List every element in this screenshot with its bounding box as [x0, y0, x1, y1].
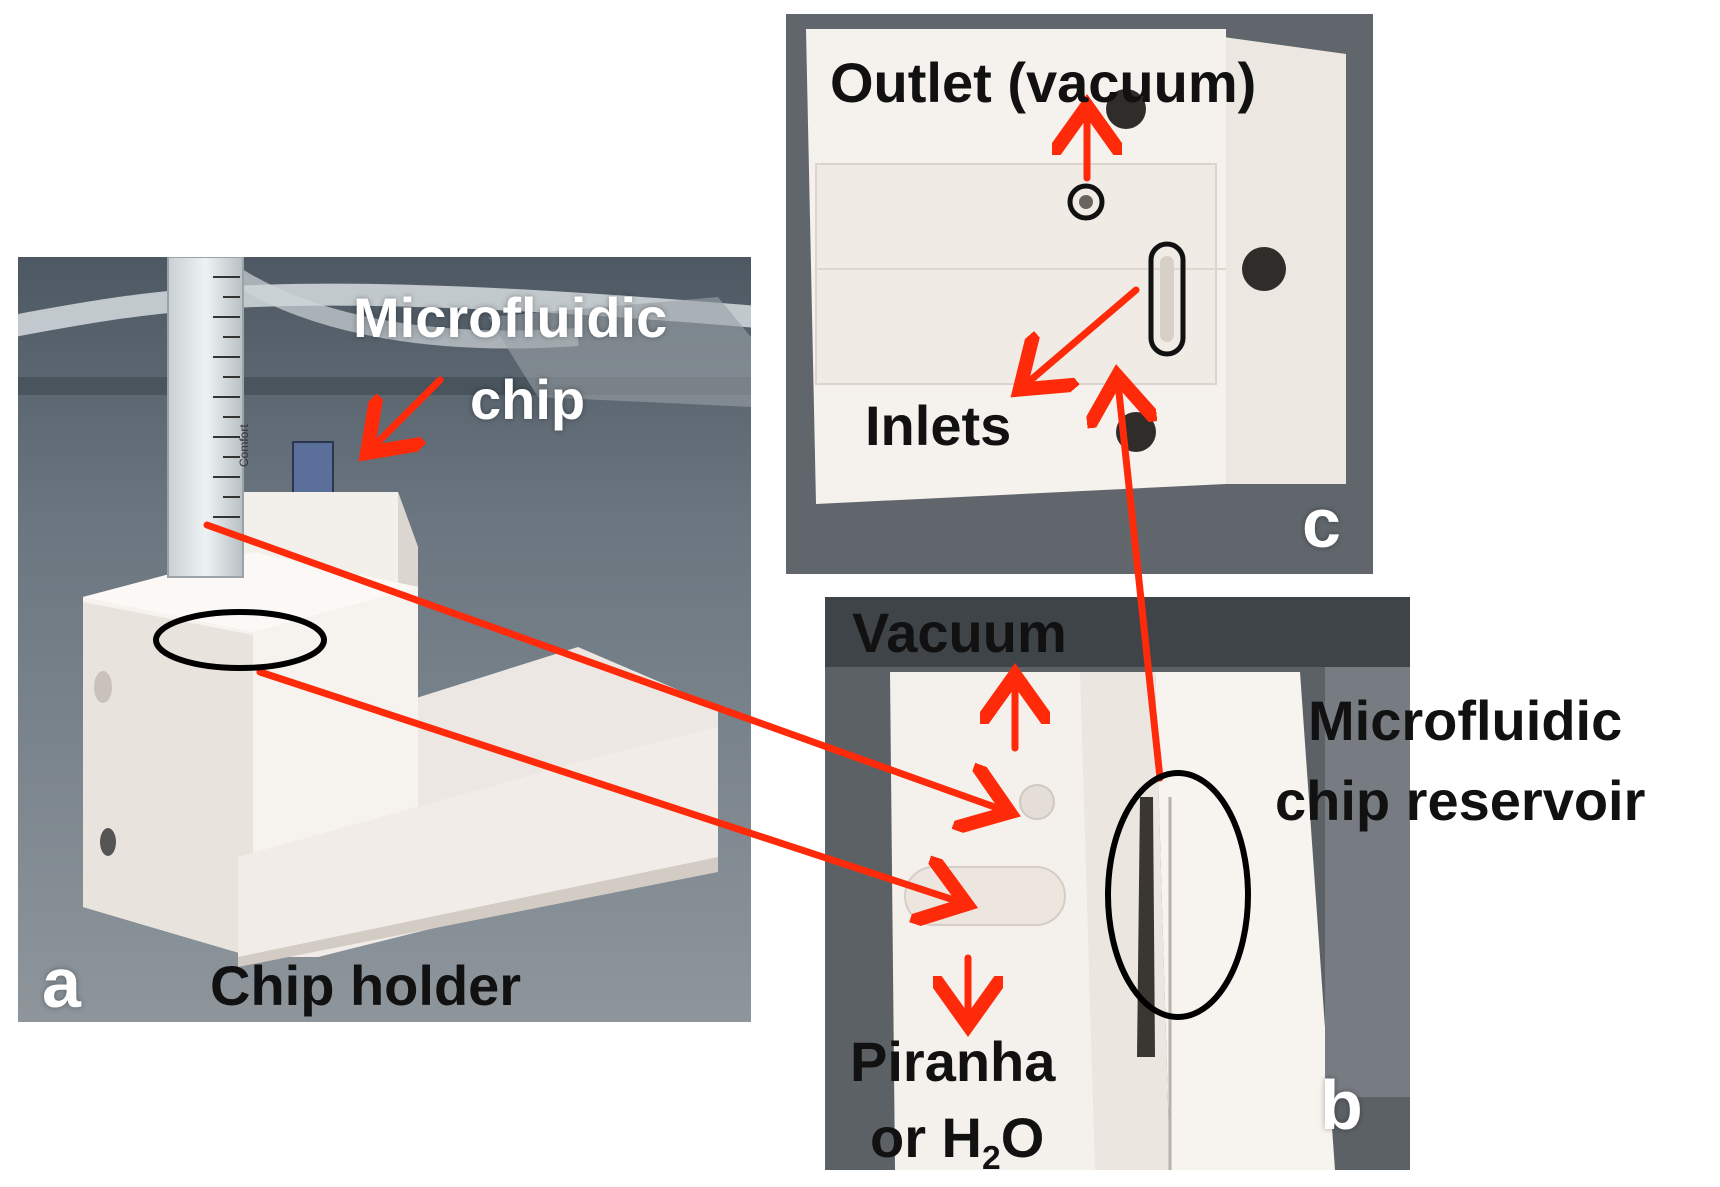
reservoir-label-line2: chip reservoir [1275, 769, 1646, 832]
piranha-label-line1: Piranha [850, 1030, 1056, 1093]
panel-letter-c: c [1302, 484, 1341, 562]
outlet-vacuum-label: Outlet (vacuum) [830, 51, 1257, 114]
piranha-label-line2: or H2O [870, 1106, 1045, 1177]
panel-a-photo: Comfort [18, 257, 751, 1022]
chip-holder-photo: Comfort [18, 257, 751, 1022]
panel-letter-b: b [1320, 1066, 1363, 1144]
inlets-label: Inlets [865, 394, 1012, 457]
syringe-text: Comfort [237, 424, 251, 467]
reservoir-label-line1: Microfluidic [1308, 689, 1623, 752]
vacuum-label: Vacuum [852, 601, 1067, 664]
microfluidic-chip-label-line2: chip [470, 368, 586, 431]
chip-holder-caption: Chip holder [210, 954, 522, 1017]
microfluidic-chip-label-line1: Microfluidic [353, 286, 668, 349]
panel-letter-a: a [42, 944, 81, 1022]
